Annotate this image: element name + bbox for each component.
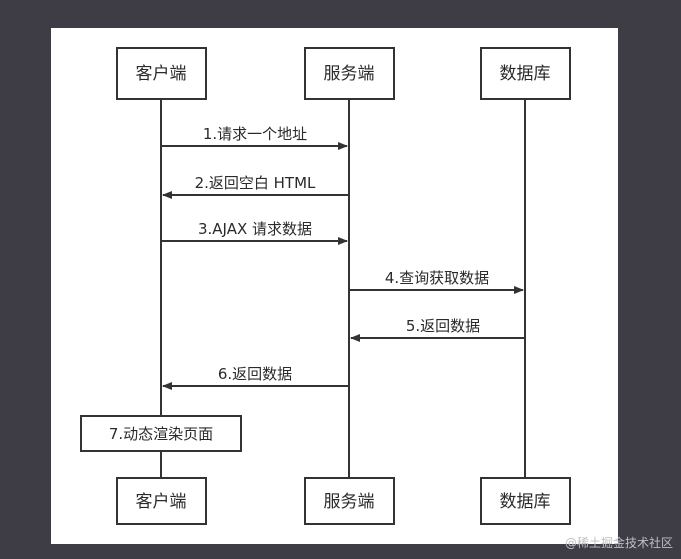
message-label: 5.返回数据	[406, 317, 480, 335]
message-3: 3.AJAX 请求数据	[161, 220, 348, 245]
message-6: 6.返回数据	[162, 365, 349, 390]
sequence-diagram: 客户端 服务端 数据库 1.请求一个地址 2.返回空白 HTML 3.AJAX …	[51, 28, 618, 544]
participant-label: 服务端	[324, 492, 375, 512]
note-label: 7.动态渲染页面	[109, 425, 213, 443]
participant-label: 客户端	[136, 64, 187, 84]
watermark-text: @稀土掘金技术社区	[564, 536, 673, 550]
message-label: 3.AJAX 请求数据	[198, 220, 312, 238]
participant-label: 数据库	[500, 492, 551, 512]
message-label: 1.请求一个地址	[203, 125, 307, 143]
message-1: 1.请求一个地址	[161, 125, 348, 150]
note-client-render: 7.动态渲染页面	[80, 415, 242, 452]
participant-server-bottom: 服务端	[304, 477, 395, 525]
participant-label: 数据库	[500, 64, 551, 84]
message-label: 6.返回数据	[218, 365, 292, 383]
participant-client-bottom: 客户端	[116, 477, 207, 525]
participant-client-top: 客户端	[116, 47, 207, 100]
diagram-svg: 客户端 服务端 数据库 1.请求一个地址 2.返回空白 HTML 3.AJAX …	[80, 47, 571, 525]
message-4: 4.查询获取数据	[349, 269, 524, 294]
message-label: 4.查询获取数据	[385, 269, 489, 287]
participant-label: 客户端	[136, 492, 187, 512]
participant-db-bottom: 数据库	[480, 477, 571, 525]
message-5: 5.返回数据	[350, 317, 525, 342]
participant-server-top: 服务端	[304, 47, 395, 100]
message-label: 2.返回空白 HTML	[195, 174, 316, 192]
message-2: 2.返回空白 HTML	[162, 174, 349, 199]
participant-db-top: 数据库	[480, 47, 571, 100]
participant-label: 服务端	[324, 64, 375, 84]
